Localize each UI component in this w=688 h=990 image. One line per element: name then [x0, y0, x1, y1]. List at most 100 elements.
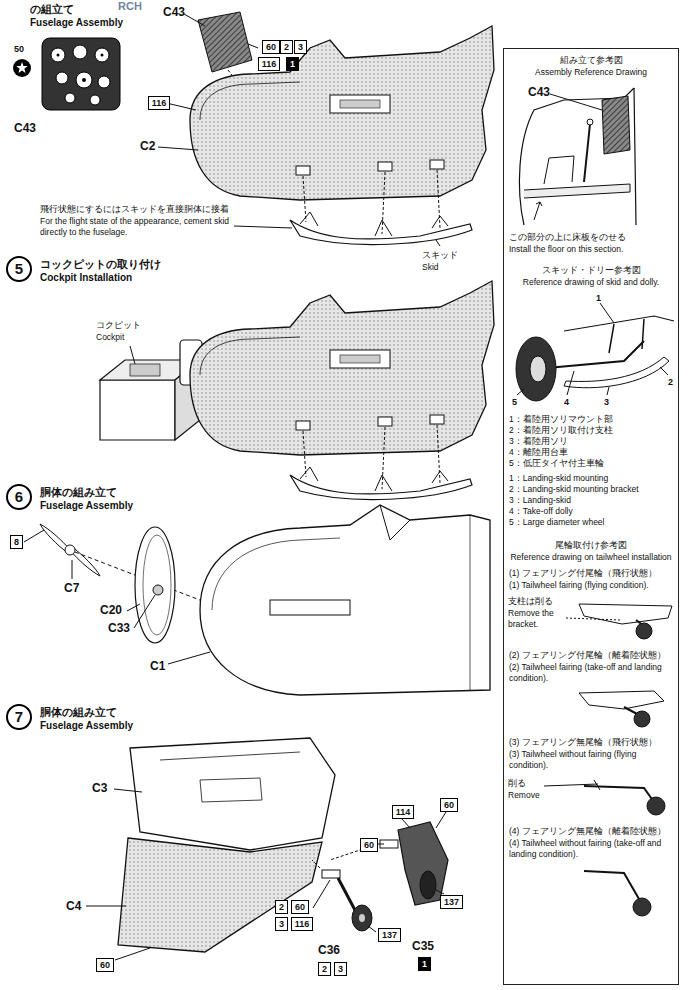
- panel-text: Reference drawing of skid and dolly.: [509, 277, 673, 288]
- line-art: [51, 48, 65, 62]
- callout-number: 3: [338, 963, 343, 975]
- callout-number: 137: [444, 896, 459, 908]
- part-number: C7: [64, 582, 79, 596]
- line-art: [602, 96, 630, 154]
- panel-text: 2：Landing-skid mounting bracket: [509, 484, 673, 495]
- paint-callout: 1: [286, 57, 299, 71]
- skid-dolly-sketch: [504, 291, 678, 411]
- part-name: スキッド: [422, 250, 458, 261]
- part-number: C33: [108, 622, 130, 636]
- paint-callout: 60: [262, 40, 280, 54]
- note-text: For the flight state of the appearance, …: [40, 216, 230, 237]
- leader-line: [24, 530, 44, 542]
- paint-callout: 3: [334, 962, 347, 976]
- callout-number: 60: [444, 799, 454, 811]
- part-number: C1: [150, 660, 165, 674]
- reference-number: 4: [564, 397, 569, 407]
- line-art: [607, 387, 609, 395]
- paint-callout: 3: [275, 917, 288, 931]
- leader-line: [134, 595, 155, 628]
- callout-number: 116: [152, 97, 167, 109]
- watermark: RCH: [118, 0, 142, 13]
- reference-drawing: 削るRemove: [504, 774, 678, 818]
- paint-callout: 8: [10, 535, 23, 549]
- panel-text: 2：着陸用ソリ取付け支柱: [509, 425, 673, 436]
- panel-text: (3) フェアリング無尾輪（飛行状態）: [509, 737, 673, 748]
- paint-callout: 114: [392, 805, 414, 819]
- step-title: Fuselage Assembly: [40, 500, 133, 512]
- callout-number: 1: [422, 958, 427, 970]
- step-title: 胴体の組み立て: [40, 706, 117, 719]
- paint-callout: 2: [318, 962, 331, 976]
- part-name: Skid: [422, 262, 439, 273]
- leader-line: [184, 14, 205, 26]
- reference-panel: C43 12345 支柱は削るRemove the bracket. 削るRem…: [503, 48, 679, 985]
- paint-callout: 116: [291, 917, 313, 931]
- step-title: Fuselage Assembly: [30, 17, 123, 29]
- callout-number: 114: [396, 806, 411, 818]
- step-number: 6: [6, 484, 32, 510]
- line-art: [42, 38, 120, 110]
- callout-number: 60: [100, 959, 110, 971]
- line-art: [130, 364, 160, 376]
- line-art: [584, 786, 654, 802]
- reference-drawing: [504, 863, 678, 919]
- line-art: [517, 389, 524, 395]
- paint-callout: 3: [294, 40, 307, 54]
- line-art: [516, 337, 556, 401]
- line-art: [579, 604, 672, 624]
- line-art: [101, 54, 104, 57]
- panel-text: (4) Tailwheel without fairing (take-off …: [509, 838, 673, 859]
- decal-number: 50: [14, 44, 24, 54]
- part-number: C4: [66, 900, 81, 914]
- line-art: [200, 505, 490, 695]
- leader-line: [436, 812, 446, 828]
- panel-text: Assembly Reference Drawing: [509, 67, 673, 78]
- line-art: [544, 780, 600, 790]
- line-art: [338, 878, 356, 912]
- callout-number: 2: [279, 901, 284, 913]
- paint-callout: 116: [148, 96, 170, 110]
- leader-line: [115, 948, 150, 960]
- line-art: [534, 202, 542, 220]
- line-art: [600, 303, 614, 323]
- part-number: C35: [412, 940, 434, 954]
- step-title: 胴体の組み立て: [40, 486, 117, 499]
- panel-text: Install the floor on this section.: [509, 244, 673, 255]
- panel-text: (1) Tailwheel fairing (flying condition)…: [509, 580, 673, 591]
- panel-text: (3) Tailwheel without fairing (flying co…: [509, 749, 673, 770]
- callout-number: 3: [279, 918, 284, 930]
- propeller: [40, 524, 100, 576]
- note-text: 飛行状態にするにはスキッドを直接胴体に接着: [40, 204, 280, 215]
- paint-callout: 2: [280, 40, 293, 54]
- line-art: [544, 156, 574, 184]
- step-title: の組立て: [30, 3, 74, 16]
- step-title: コックピットの取り付け: [40, 258, 161, 271]
- line-art: [212, 538, 340, 610]
- line-art: [380, 505, 410, 540]
- line-art: [153, 585, 163, 595]
- reference-drawing: 支柱は削るRemove the bracket.: [504, 594, 678, 642]
- leader-line: [72, 560, 73, 579]
- reference-number: 2: [668, 377, 673, 387]
- leader-line: [168, 652, 210, 664]
- cockpit-tub: [100, 340, 202, 440]
- line-art: [584, 871, 639, 899]
- part-name: Cockpit: [96, 332, 124, 343]
- panel-text: この部分の上に床板をのせる: [509, 232, 673, 243]
- line-art: [82, 78, 86, 82]
- panel-text: 3：着陸用ソリ: [509, 436, 673, 447]
- leader-line: [402, 819, 410, 828]
- line-art: [16, 62, 27, 73]
- paint-callout: 60: [440, 798, 458, 812]
- bulkhead-disc: [135, 527, 175, 643]
- line-art: [564, 357, 669, 388]
- paint-callout: 137: [440, 895, 463, 909]
- callout-number: 1: [290, 58, 295, 70]
- line-art: [550, 94, 602, 110]
- line-art: [566, 618, 620, 620]
- line-art: [633, 898, 651, 916]
- line-art: [98, 76, 110, 88]
- tailwheel-c36: [322, 870, 372, 931]
